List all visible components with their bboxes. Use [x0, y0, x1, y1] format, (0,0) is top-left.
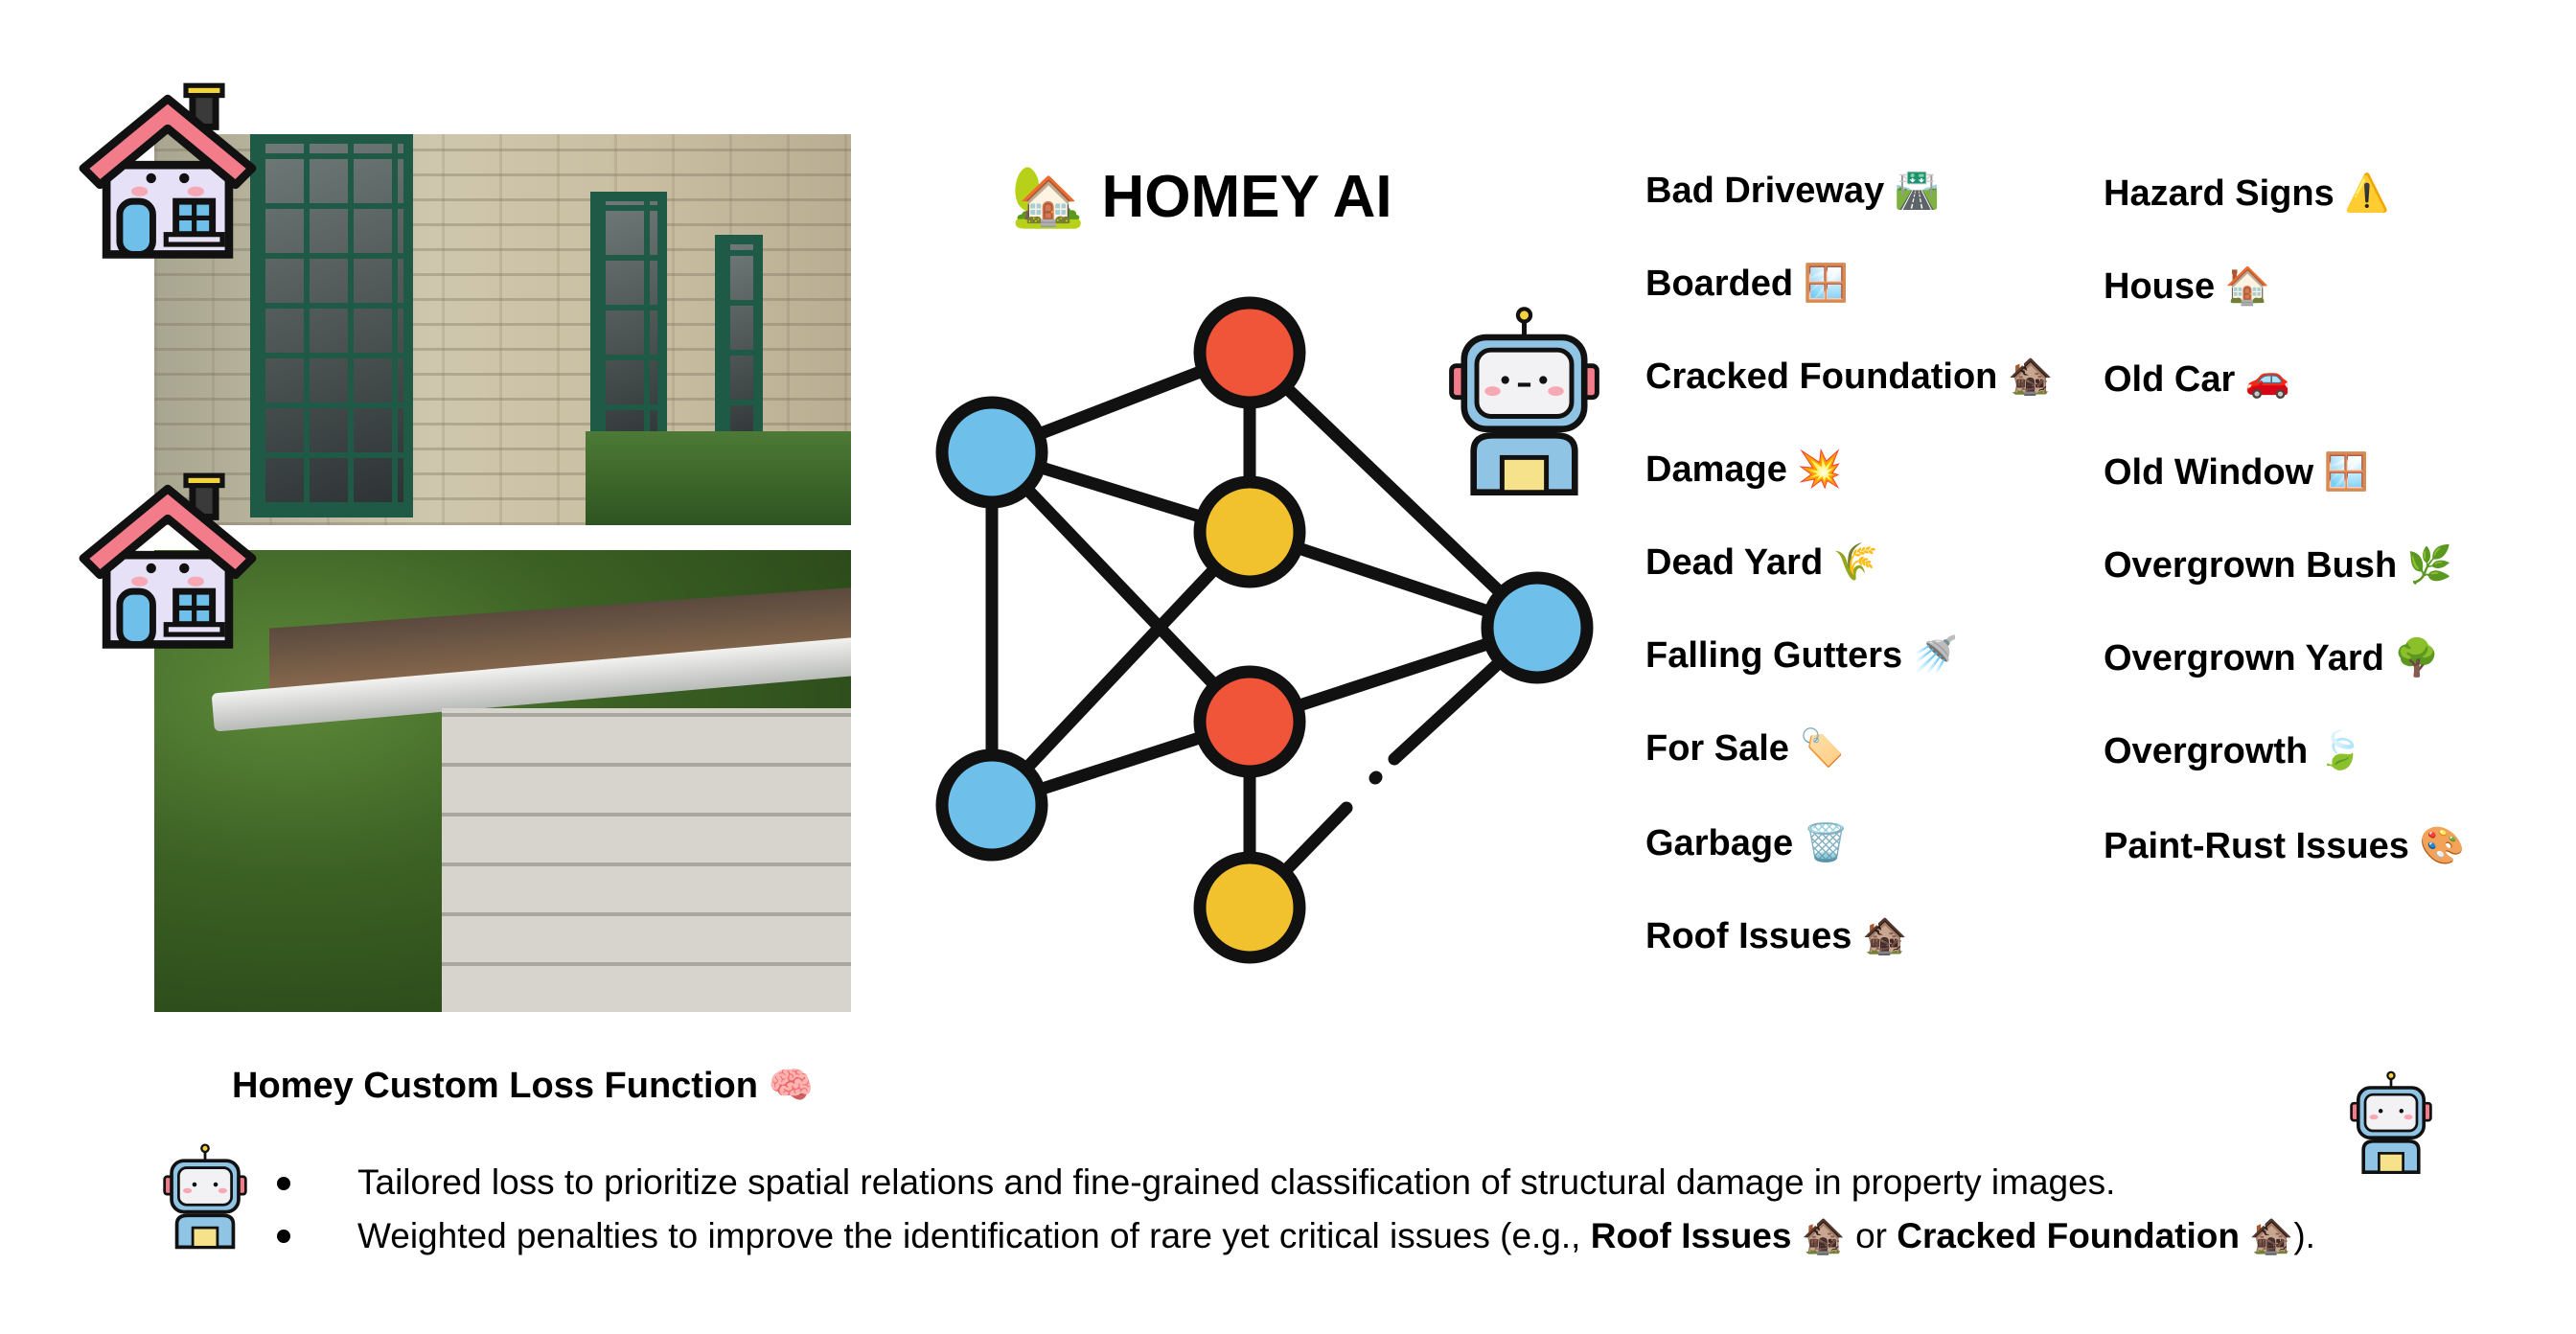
derelict-house-icon: 🏚️ — [1861, 914, 1908, 956]
class-label: Overgrown Bush 🌿 — [2104, 543, 2452, 586]
label-text: Bad Driveway — [1645, 171, 1885, 211]
class-label: Old Car 🚗 — [2104, 357, 2290, 401]
node-red — [1193, 296, 1306, 409]
class-label: Old Window 🪟 — [2104, 450, 2369, 494]
label-text: Dead Yard — [1645, 542, 1824, 583]
bullet-dot — [277, 1177, 290, 1190]
class-label: Overgrowth 🍃 — [2104, 729, 2363, 772]
house-with-garden-icon: 🏡 — [1011, 161, 1086, 231]
class-label: Damage 💥 — [1645, 448, 1843, 491]
class-label: Garbage 🗑️ — [1645, 821, 1849, 864]
loss-heading-text: Homey Custom Loss Function — [232, 1066, 758, 1106]
roof-issues-bold: Roof Issues — [1590, 1216, 1792, 1255]
label-text: Falling Gutters — [1645, 635, 1903, 676]
bullet-2-text: ). — [2293, 1216, 2315, 1255]
derelict-house-icon: 🏚️ — [1801, 1215, 1846, 1256]
bullet-dot — [277, 1230, 290, 1243]
label-text: Overgrown Bush — [2104, 545, 2398, 586]
node-blue — [935, 396, 1048, 509]
bullet-2: Weighted penalties to improve the identi… — [357, 1215, 2315, 1257]
bullet-2-text: Weighted penalties to improve the identi… — [357, 1216, 1591, 1255]
edge — [985, 446, 1256, 728]
edge-dot — [1368, 770, 1383, 785]
class-label: Roof Issues 🏚️ — [1645, 914, 1907, 957]
label-text: For Sale — [1645, 728, 1789, 769]
wastebasket-icon: 🗑️ — [1803, 821, 1850, 863]
label-text: Damage — [1645, 449, 1787, 490]
label-text: Old Window — [2104, 452, 2314, 493]
edge — [985, 525, 1256, 812]
bushes — [586, 431, 851, 525]
node-blue — [935, 748, 1048, 862]
motorway-icon: 🛣️ — [1894, 169, 1941, 211]
label-text: Garbage — [1645, 823, 1794, 863]
siding-wall — [442, 708, 851, 1012]
collision-icon: 💥 — [1797, 448, 1843, 490]
tag-icon: 🏷️ — [1799, 726, 1845, 769]
label-text: Hazard Signs — [2104, 173, 2334, 214]
window — [715, 235, 763, 465]
node-red — [1193, 665, 1306, 778]
node-yellow — [1193, 475, 1306, 588]
class-label: Hazard Signs ⚠️ — [2104, 172, 2390, 215]
label-text: Roof Issues — [1645, 916, 1852, 956]
house-icon: 🏠 — [2224, 264, 2271, 307]
robot-icon — [2350, 1070, 2432, 1174]
rice-sheaf-icon: 🌾 — [1832, 540, 1879, 583]
node-blue — [1481, 571, 1594, 684]
class-label: Overgrown Yard 🌳 — [2104, 636, 2440, 679]
class-label: For Sale 🏷️ — [1645, 726, 1845, 770]
robot-icon — [1449, 307, 1599, 495]
label-text: House — [2104, 266, 2216, 307]
label-text: Old Car — [2104, 359, 2236, 400]
warning-icon: ⚠️ — [2344, 172, 2390, 214]
robot-icon — [163, 1143, 247, 1250]
bullet-2-text: or — [1845, 1216, 1898, 1255]
class-label: Bad Driveway 🛣️ — [1645, 169, 1940, 212]
class-label: Falling Gutters 🚿 — [1645, 633, 1958, 677]
label-text: Paint-Rust Issues — [2104, 826, 2409, 866]
label-text: Overgrowth — [2104, 731, 2309, 771]
class-label: Cracked Foundation 🏚️ — [1645, 355, 2053, 398]
loss-heading: Homey Custom Loss Function 🧠 — [232, 1064, 814, 1107]
title-text: HOMEY AI — [1101, 164, 1392, 230]
label-text: Overgrown Yard — [2104, 638, 2384, 678]
car-icon: 🚗 — [2244, 357, 2291, 400]
photo-broken-windows — [154, 134, 851, 525]
derelict-house-icon: 🏚️ — [2249, 1215, 2294, 1256]
derelict-house-icon: 🏚️ — [2007, 355, 2054, 397]
class-label: House 🏠 — [2104, 264, 2270, 308]
bullet-1: Tailored loss to prioritize spatial rela… — [357, 1162, 2116, 1202]
window-icon: 🪟 — [1803, 262, 1850, 304]
palette-icon: 🎨 — [2419, 824, 2465, 866]
brain-icon: 🧠 — [768, 1064, 814, 1106]
house-icon — [79, 472, 257, 649]
window-icon: 🪟 — [2323, 450, 2370, 493]
label-text: Boarded — [1645, 264, 1794, 304]
node-yellow — [1193, 851, 1306, 964]
broken-window — [250, 134, 413, 518]
tree-icon: 🌳 — [2394, 636, 2440, 678]
label-text: Cracked Foundation — [1645, 356, 1998, 397]
edge — [1243, 346, 1544, 634]
house-icon — [79, 82, 257, 259]
class-label: Dead Yard 🌾 — [1645, 540, 1878, 584]
class-label: Boarded 🪟 — [1645, 262, 1849, 305]
photo-falling-gutter — [154, 550, 851, 1012]
class-label: Paint-Rust Issues 🎨 — [2104, 824, 2465, 867]
page-title: 🏡 HOMEY AI — [1011, 161, 1392, 232]
cracked-foundation-bold: Cracked Foundation — [1897, 1216, 2240, 1255]
herb-icon: 🌿 — [2406, 543, 2453, 586]
shower-icon: 🚿 — [1912, 633, 1959, 676]
leaf-icon: 🍃 — [2317, 729, 2364, 771]
